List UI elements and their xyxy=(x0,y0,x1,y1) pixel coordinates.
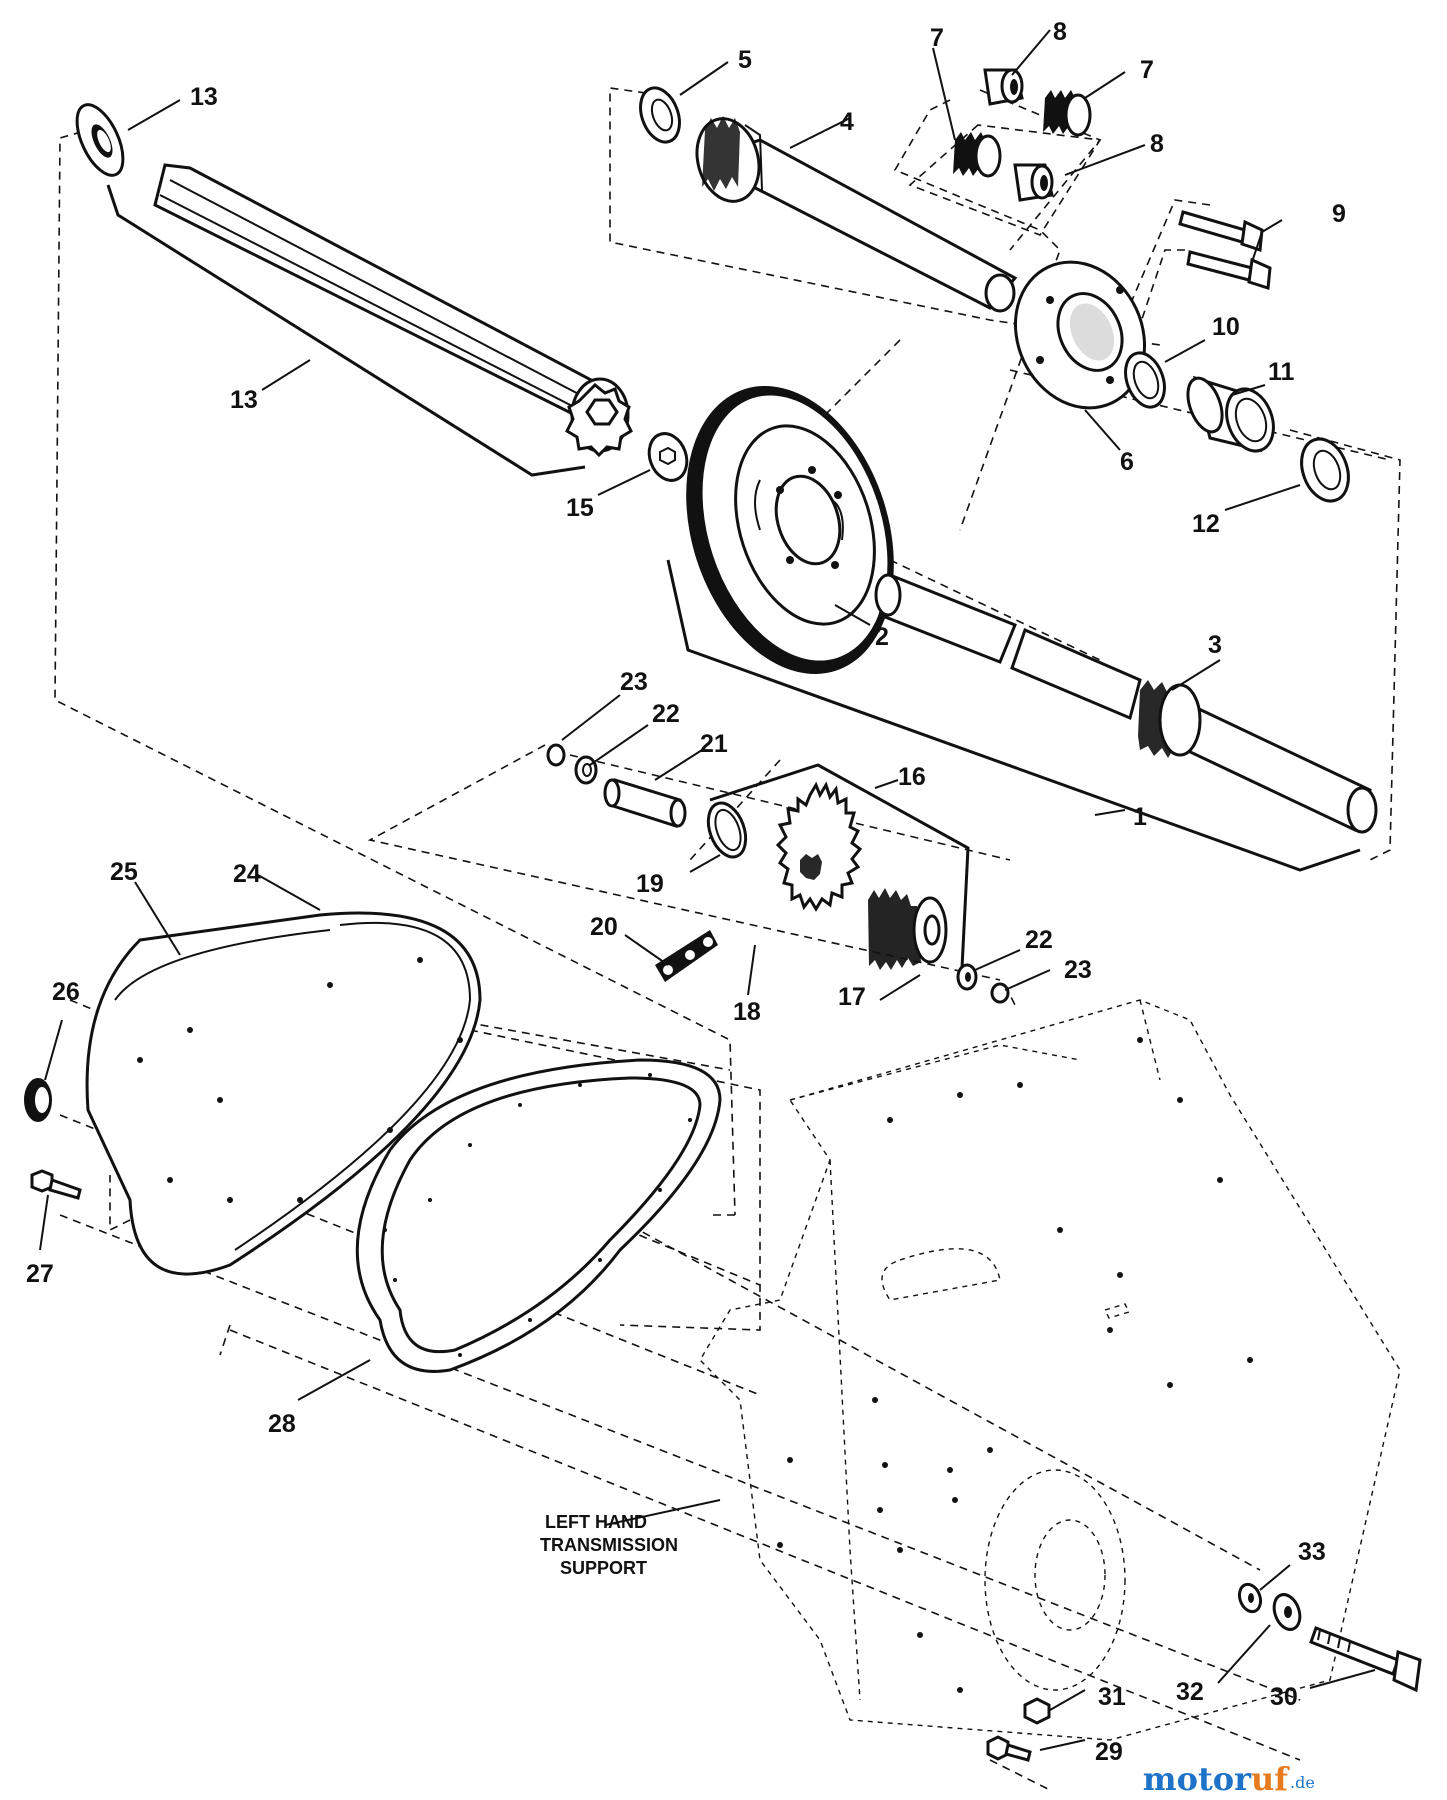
part-19-snap-ring xyxy=(706,801,748,859)
part-23-washer-lower xyxy=(990,982,1010,1004)
callout-1: 1 xyxy=(1133,803,1147,831)
callout-10: 10 xyxy=(1212,313,1240,341)
callout-labels: 13 5 4 7 8 7 8 9 10 11 6 12 13 15 2 3 1 … xyxy=(26,18,1346,1766)
part-29-bolt xyxy=(986,1735,1032,1762)
bracket-7-8 xyxy=(908,124,1102,236)
part-13-hex-shaft xyxy=(153,163,633,458)
callout-27: 27 xyxy=(26,1260,54,1288)
bracket-1 xyxy=(666,559,1361,872)
left-hand-transmission-support-note: LEFT HAND TRANSMISSION SUPPORT xyxy=(540,1512,678,1578)
part-24-chain-cover xyxy=(85,911,482,1276)
callout-23a: 23 xyxy=(620,668,648,696)
part-31-bolt xyxy=(1309,1626,1422,1693)
motoruf-watermark-logo: motoruf .de xyxy=(1143,1760,1315,1798)
part-30-nut xyxy=(1023,1697,1051,1725)
callout-6: 6 xyxy=(1120,448,1134,476)
callout-30: 31 xyxy=(1098,1683,1126,1711)
callout-2: 2 xyxy=(875,623,889,651)
part-20-chain-link xyxy=(655,930,718,982)
part-7-lower-gear xyxy=(953,132,1002,178)
callout-23b: 23 xyxy=(1064,956,1092,984)
callout-7a: 7 xyxy=(930,24,944,52)
callout-5: 5 xyxy=(738,46,752,74)
svg-text:motoruf: motoruf xyxy=(1143,1760,1290,1798)
callout-7b: 7 xyxy=(1140,56,1154,84)
part-10-washer xyxy=(1124,351,1166,409)
part-3-axle xyxy=(874,572,1378,834)
note-line-1: LEFT HAND xyxy=(545,1512,647,1532)
callout-15: 15 xyxy=(566,494,594,522)
leader-lines xyxy=(39,29,1376,1751)
part-27-bolt xyxy=(30,1169,82,1200)
part-28-gasket xyxy=(355,1058,722,1373)
callout-13: 13 xyxy=(230,386,258,414)
part-2-bull-gear xyxy=(686,386,894,674)
watermark-orange: uf xyxy=(1251,1760,1290,1798)
callout-21: 21 xyxy=(700,730,728,758)
part-14-washer xyxy=(75,103,125,177)
part-33-lockwasher xyxy=(1237,1582,1263,1614)
callout-28: 28 xyxy=(268,1410,296,1438)
part-8-lower-bushing xyxy=(1013,163,1054,202)
callout-19: 19 xyxy=(636,870,664,898)
part-21-pin xyxy=(603,778,687,828)
note-line-2: TRANSMISSION xyxy=(540,1535,678,1555)
transmission-support-housing xyxy=(699,999,1401,1741)
callout-33: 33 xyxy=(1298,1538,1326,1566)
part-11-bearing-sleeve xyxy=(1186,375,1275,453)
callout-4: 4 xyxy=(840,108,854,136)
callout-22a: 22 xyxy=(652,700,680,728)
callout-25: 25 xyxy=(110,858,138,886)
bracket-16 xyxy=(709,763,970,969)
callout-24: 24 xyxy=(233,860,261,888)
part-12-seal xyxy=(1300,437,1350,503)
part-7-upper-gear xyxy=(1043,90,1092,137)
callout-22b: 22 xyxy=(1025,926,1053,954)
callout-31: 30 xyxy=(1270,1683,1298,1711)
callout-32: 32 xyxy=(1176,1678,1204,1706)
part-32-washer xyxy=(1272,1593,1302,1631)
callout-3: 3 xyxy=(1208,631,1222,659)
part-4-pinion-shaft xyxy=(695,116,1018,313)
callout-26: 26 xyxy=(52,978,80,1006)
callout-17: 17 xyxy=(838,983,866,1011)
part-17-pinion xyxy=(868,888,948,970)
part-6-hub-flange xyxy=(1013,260,1147,410)
part-23-washer-upper xyxy=(546,743,566,767)
watermark-blue: motor xyxy=(1143,1760,1252,1798)
callout-8b: 8 xyxy=(1150,130,1164,158)
callout-11: 11 xyxy=(1268,358,1295,386)
part-22-washer-upper xyxy=(574,755,598,785)
part-9-bolts xyxy=(1178,210,1272,290)
callout-16: 16 xyxy=(898,763,926,791)
part-5-bushing xyxy=(639,86,681,144)
callout-29: 29 xyxy=(1095,1738,1123,1766)
watermark-suffix: .de xyxy=(1290,1773,1315,1792)
callout-14: 13 xyxy=(190,83,218,111)
callout-18: 18 xyxy=(733,998,761,1026)
callout-12: 12 xyxy=(1192,510,1220,538)
part-22-washer-lower xyxy=(956,963,978,991)
callout-20: 20 xyxy=(590,913,618,941)
bracket-13 xyxy=(106,184,586,477)
note-line-3: SUPPORT xyxy=(560,1558,647,1578)
part-15-washer xyxy=(647,432,689,482)
part-18-sprocket xyxy=(775,781,863,912)
part-8-upper-bushing xyxy=(983,68,1024,106)
callout-8a: 8 xyxy=(1053,18,1067,46)
part-26-seal xyxy=(24,1078,52,1122)
callout-9: 9 xyxy=(1332,200,1346,228)
